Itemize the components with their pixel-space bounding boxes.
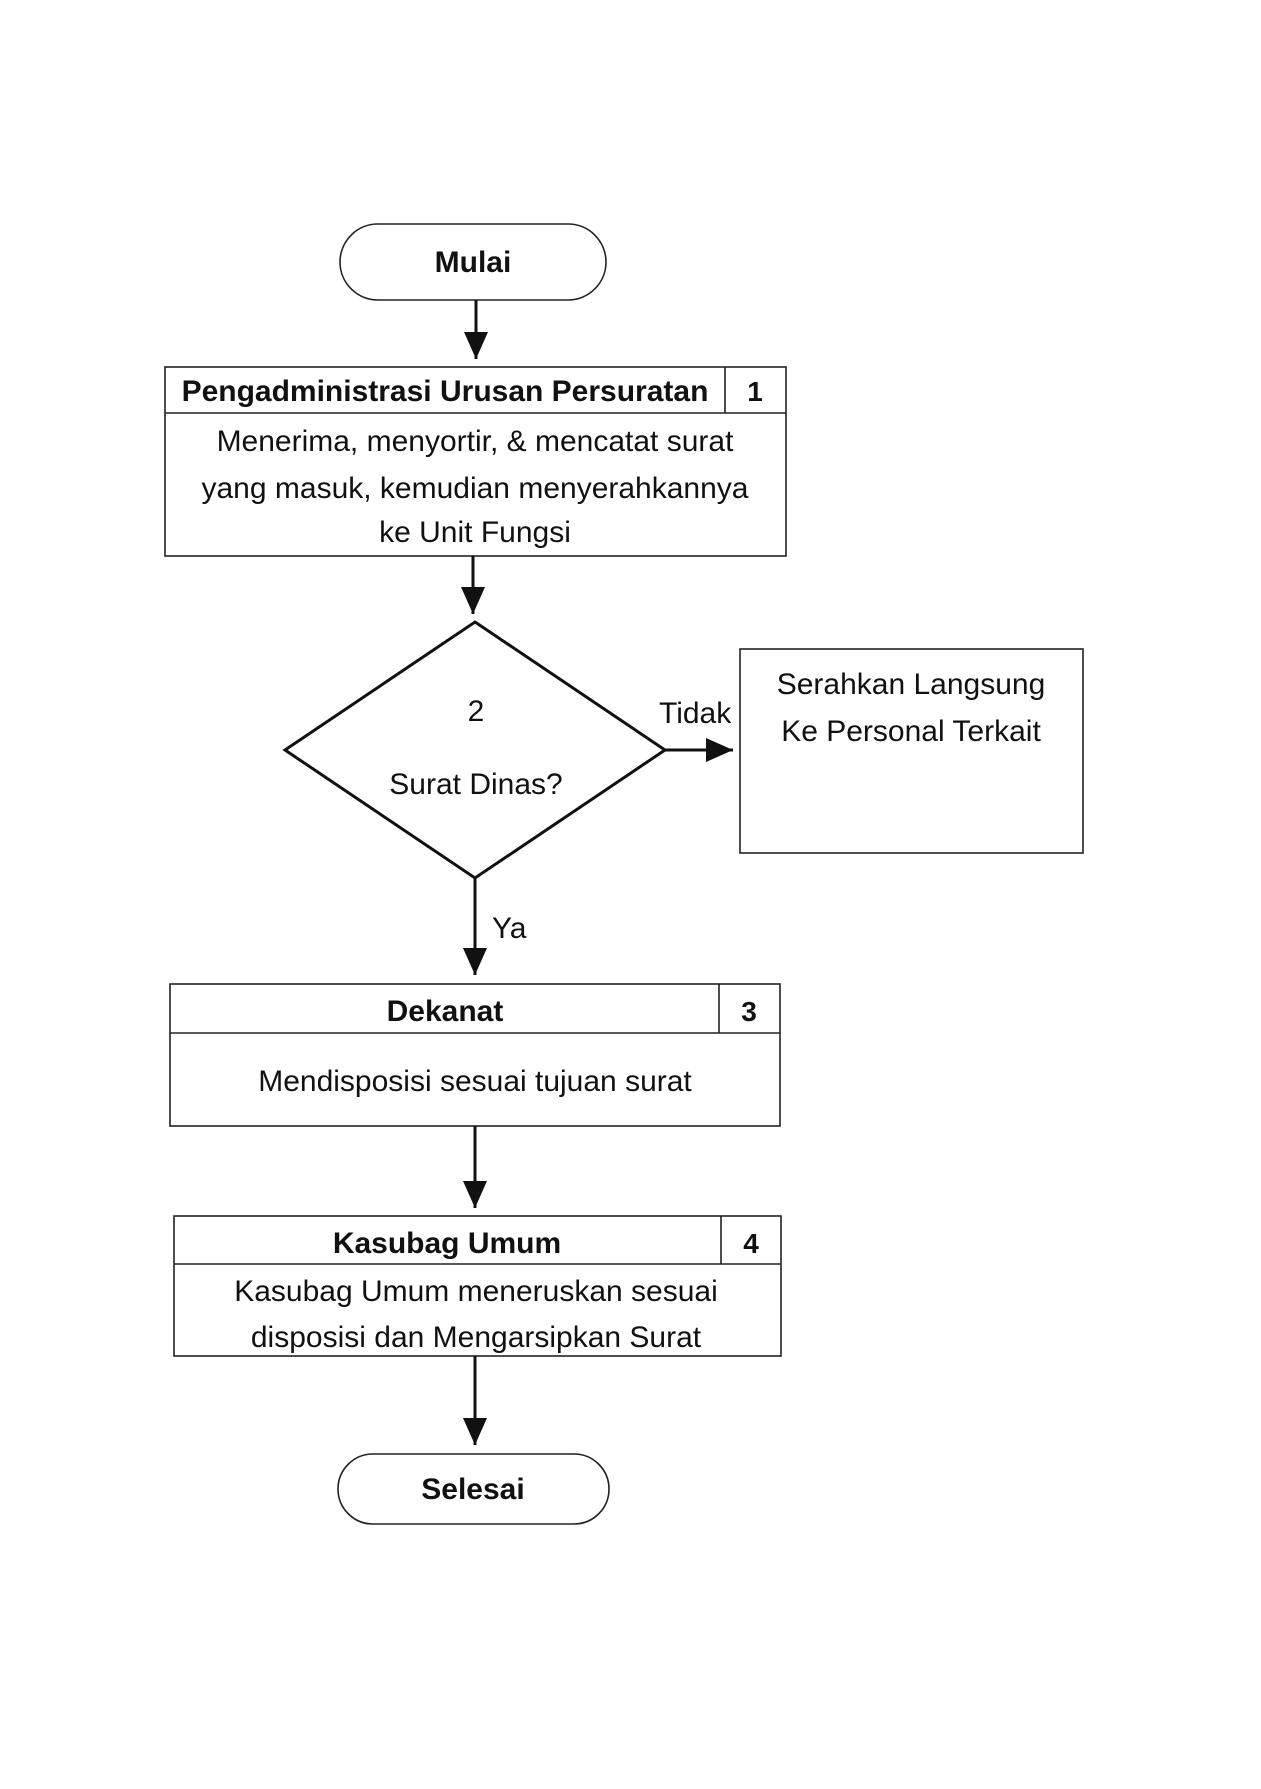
no-branch-label: Tidak: [659, 697, 732, 730]
start-terminator: Mulai: [339, 223, 607, 301]
decision-diamond: 2 Surat Dinas?: [282, 620, 668, 880]
step1-desc-line-3: ke Unit Fungsi: [379, 516, 571, 549]
end-terminator: Selesai: [337, 1453, 610, 1525]
decision-question: Surat Dinas?: [389, 768, 562, 801]
step3-number: 3: [741, 996, 757, 1027]
step1-number: 1: [747, 376, 763, 407]
end-label: Selesai: [421, 1473, 524, 1506]
step4-title: Kasubag Umum: [333, 1227, 561, 1260]
step4-number: 4: [743, 1228, 759, 1259]
step1-desc-line-2: yang masuk, kemudian menyerahkannya: [202, 472, 749, 505]
step1-title: Pengadministrasi Urusan Persuratan: [182, 375, 709, 408]
side-process-box: Serahkan Langsung Ke Personal Terkait: [739, 648, 1084, 854]
step1-desc-line-1: Menerima, menyortir, & mencatat surat: [217, 425, 735, 458]
side-box-line-2: Ke Personal Terkait: [781, 715, 1041, 748]
yes-branch-label: Ya: [492, 912, 527, 945]
process-box-step3: Dekanat 3 Mendisposisi sesuai tujuan sur…: [169, 983, 781, 1127]
step3-title: Dekanat: [387, 995, 504, 1028]
decision-number: 2: [468, 695, 485, 728]
start-label: Mulai: [435, 246, 512, 279]
process-box-step4: Kasubag Umum 4 Kasubag Umum meneruskan s…: [173, 1215, 782, 1357]
step4-desc-line-2: disposisi dan Mengarsipkan Surat: [251, 1321, 702, 1354]
step4-desc-line-1: Kasubag Umum meneruskan sesuai: [234, 1275, 718, 1308]
process-box-step1: Pengadministrasi Urusan Persuratan 1 Men…: [164, 366, 787, 557]
side-box-line-1: Serahkan Langsung: [777, 668, 1046, 701]
step3-desc-line-1: Mendisposisi sesuai tujuan surat: [258, 1065, 692, 1098]
